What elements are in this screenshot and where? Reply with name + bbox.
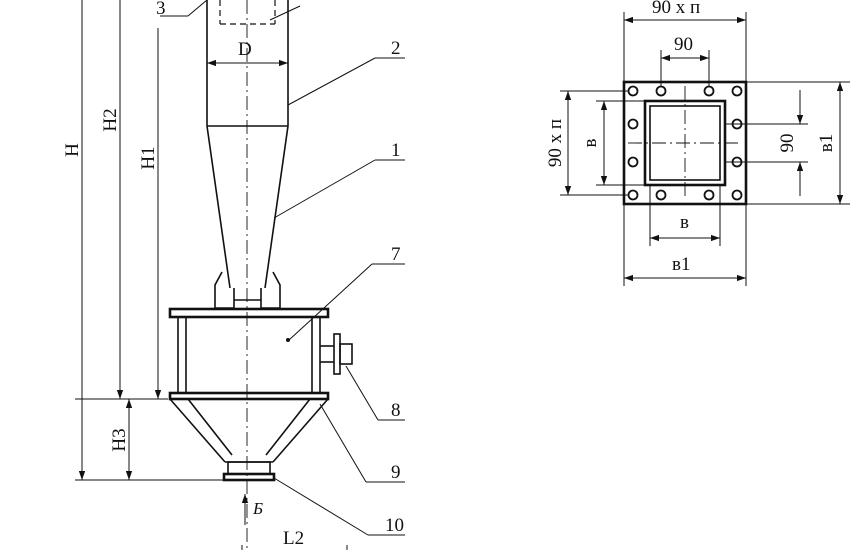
flange-detail-view: 90 x п 90 90 x п в 90 в1	[545, 0, 850, 286]
flange-top-dim-label: 90 x п	[652, 0, 700, 18]
flange-left-inner-label: в	[580, 138, 601, 147]
flange-bottom-inner-label: в	[680, 212, 689, 233]
bottom-hopper	[169, 398, 329, 463]
dim-H1-label: H1	[138, 146, 159, 169]
flange-outer	[622, 80, 748, 206]
flange-top-dims	[623, 12, 747, 86]
dim-H2-label: H2	[100, 108, 121, 131]
callout-2: 2	[391, 38, 401, 59]
callout-8: 8	[391, 400, 401, 421]
callout-1: 1	[391, 140, 401, 161]
flange-bottom-outer-label: в1	[672, 254, 690, 275]
dim-H3-label: H3	[109, 428, 130, 451]
callout-7: 7	[391, 244, 401, 265]
dust-bin	[168, 307, 330, 401]
flow-label: Б	[252, 499, 263, 518]
flange-right-dims	[725, 81, 850, 205]
flange-left-dims	[560, 90, 645, 196]
flange-bottom-dims	[623, 185, 747, 286]
flange-right-outer-label: в1	[816, 134, 837, 152]
cone-outlet-supports	[214, 271, 281, 309]
cyclone-cylinder	[206, 0, 289, 127]
callout-9: 9	[391, 462, 401, 483]
cyclone-front-view: Б L2 H H2 H1 H3 D	[62, 0, 405, 550]
cyclone-cone	[206, 125, 289, 289]
vertical-dimensions	[75, 0, 224, 481]
dim-L2-label: L2	[283, 528, 304, 549]
flange-left-dim-label: 90 x п	[545, 119, 566, 167]
callouts	[160, 0, 405, 536]
flange-right-inner-label: 90	[777, 134, 798, 153]
dim-D-label: D	[238, 39, 252, 60]
outlet-flange	[222, 461, 276, 482]
dim-L2: L2	[241, 528, 348, 550]
callout-3: 3	[156, 0, 166, 19]
bolt-holes	[627, 85, 743, 201]
callout-10: 10	[385, 515, 404, 536]
side-valve	[320, 333, 353, 375]
dim-H-label: H	[62, 143, 83, 157]
flange-inner-top-label: 90	[674, 34, 693, 55]
